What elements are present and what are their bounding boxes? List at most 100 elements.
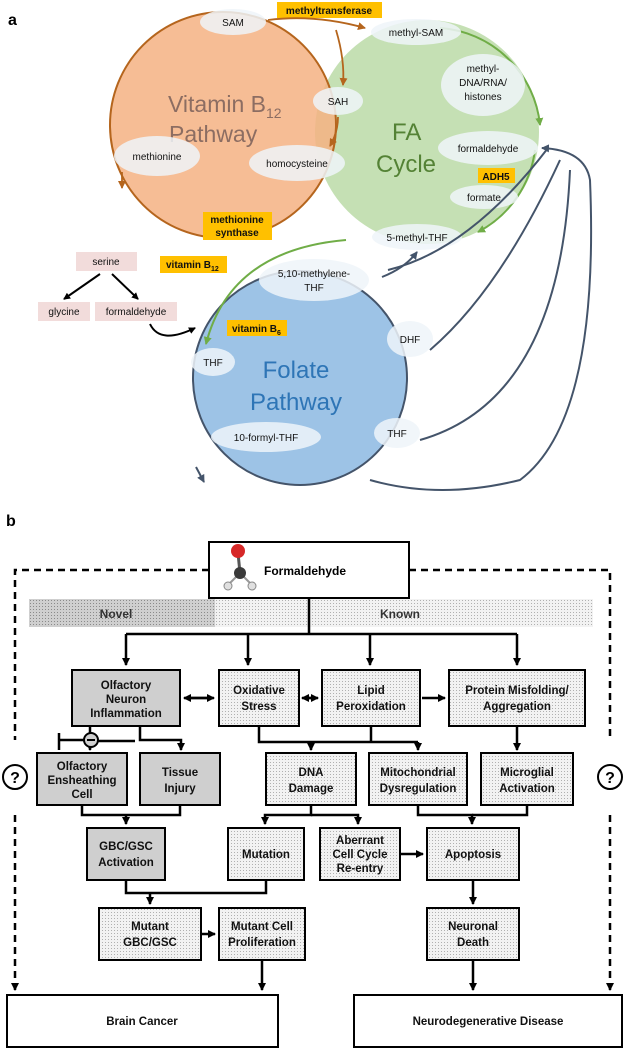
metabolite-methyl-dna-line1: methyl- (467, 64, 500, 75)
metabolite-formaldehyde: formaldehyde (458, 144, 519, 155)
novel-label: Novel (100, 607, 133, 621)
lipid-peroxidation-box (321, 669, 421, 727)
metabolite-ovals (114, 9, 538, 452)
metabolite-formate: formate (467, 193, 501, 204)
neuronal-line1: Neuronal (448, 921, 498, 933)
olfactory-line1: Olfactory (101, 680, 152, 692)
lipid-line2: Peroxidation (336, 701, 406, 713)
enzyme-methionine-synthase-line1: methionine (210, 215, 264, 226)
folate-title-line1: Folate (263, 357, 330, 384)
enzyme-vitamin-b6-box (227, 320, 287, 336)
sam-to-methyl-sam-arrow (267, 17, 366, 30)
enzyme-methionine-synthase-line2: synthase (215, 228, 259, 239)
fa-title-line2: Cycle (376, 151, 436, 178)
formyl-thf-to-formaldehyde-curve (369, 144, 593, 491)
oxidative-line1: Oxidative (233, 685, 285, 697)
tissue-line1: Tissue (162, 767, 198, 779)
gbc-line2: Activation (98, 857, 154, 869)
mutant-gbc-gsc-box (98, 907, 202, 961)
metabolite-thf-left: THF (203, 358, 222, 369)
olfactory-neuron-inflammation-box (71, 669, 181, 727)
oxidative-lipid-merge-line (257, 726, 418, 744)
mutation-box (227, 827, 305, 881)
methylene-to-formaldehyde-curve (387, 147, 549, 271)
microglial-line2: Activation (499, 783, 555, 795)
neurodegenerative-disease-box (353, 994, 623, 1048)
tissue-injury-box (139, 752, 221, 806)
microglial-activation-box (480, 752, 574, 806)
enzyme-methyltransferase: methyltransferase (286, 6, 373, 17)
mutant-prolif-line1: Mutant Cell (231, 921, 293, 933)
formaldehyde-box-a (95, 302, 177, 321)
fa-title-line1: FA (392, 119, 421, 146)
sah-to-homocysteine-arrow (329, 116, 339, 147)
neurodegenerative-label: Neurodegenerative Disease (413, 1016, 564, 1028)
question-mark-left: ? (10, 770, 20, 787)
dna-line1: DNA (299, 767, 324, 779)
question-mark-right: ? (605, 770, 615, 787)
mutation-label: Mutation (242, 849, 290, 861)
mitochondrial-dysregulation-box (368, 752, 468, 806)
mutant-prolif-line2: Proliferation (228, 937, 296, 949)
formaldehyde-branch-lines (126, 598, 517, 636)
enzyme-vitamin-b12-box (160, 256, 227, 273)
metabolite-sah: SAH (328, 97, 349, 108)
question-circle-left (2, 764, 28, 790)
neuronal-line2: Death (457, 937, 489, 949)
aberrant-line2: Cell Cycle (333, 849, 388, 861)
glycine-box (38, 302, 90, 321)
protein-misfolding-box (448, 669, 586, 727)
metabolite-methionine: methionine (133, 152, 182, 163)
formaldehyde-molecule-icon (223, 544, 257, 591)
brain-cancer-box (6, 994, 279, 1048)
dhf-to-formaldehyde-curve (429, 159, 561, 351)
mito-to-apoptosis-arrow (416, 805, 476, 825)
known-band (215, 599, 593, 627)
thf-to-formaldehyde-curve (419, 169, 571, 441)
metabolite-methyl-sam: methyl-SAM (389, 28, 443, 39)
olfactory-line2: Neuron (106, 694, 146, 706)
enzyme-adh5-box (478, 168, 515, 183)
metabolite-sam: SAM (222, 18, 244, 29)
metabolite-methylene-thf-line1: 5,10-methylene- (278, 269, 350, 280)
mito-line2: Dysregulation (380, 783, 457, 795)
dna-damage-box (265, 752, 357, 806)
metabolite-dhf: DHF (400, 335, 421, 346)
oec-line3: Cell (71, 789, 92, 801)
sam-to-sah-arrow (335, 29, 348, 86)
enzyme-vitamin-b6: vitamin B6 (232, 324, 281, 337)
dna-to-mutation-arrow (261, 805, 313, 825)
microglial-to-apoptosis-line (472, 805, 529, 817)
question-circle-right (597, 764, 623, 790)
olfactory-to-tissue-arrow (138, 726, 185, 751)
dashed-right-line-top (409, 568, 612, 740)
gbc-line1: GBC/GSC (99, 841, 153, 853)
protein-line2: Aggregation (483, 701, 551, 713)
folate-cycle-arrow (195, 466, 205, 483)
serine-to-glycine-arrow (63, 273, 101, 300)
neuronal-death-box (426, 907, 520, 961)
enzyme-methyltransferase-box (277, 2, 382, 18)
brain-cancer-label: Brain Cancer (106, 1016, 178, 1028)
dna-to-aberrant-arrow (311, 813, 362, 825)
known-label: Known (380, 607, 420, 621)
serine-to-formaldehyde-arrow (111, 273, 139, 300)
oec-line1: Olfactory (57, 761, 108, 773)
gbc-mutation-join-line (124, 880, 268, 895)
oxidative-line2: Stress (241, 701, 276, 713)
gbc-gsc-activation-box (86, 827, 166, 881)
mutant-gbc-line1: Mutant (131, 921, 169, 933)
protein-line1: Protein Misfolding/ (465, 685, 569, 697)
oec-tissue-join-line (80, 805, 182, 817)
lipid-line1: Lipid (357, 685, 384, 697)
metabolite-methyl-dna-line3: histones (464, 92, 501, 103)
olfactory-line3: Inflammation (90, 708, 162, 720)
serine-label: serine (92, 257, 120, 268)
aberrant-line3: Re-entry (337, 863, 384, 875)
enzyme-methionine-synthase-box (203, 212, 272, 240)
glycine-label: glycine (48, 307, 80, 318)
mutant-gbc-line2: GBC/GSC (123, 937, 177, 949)
serine-box (76, 252, 137, 271)
